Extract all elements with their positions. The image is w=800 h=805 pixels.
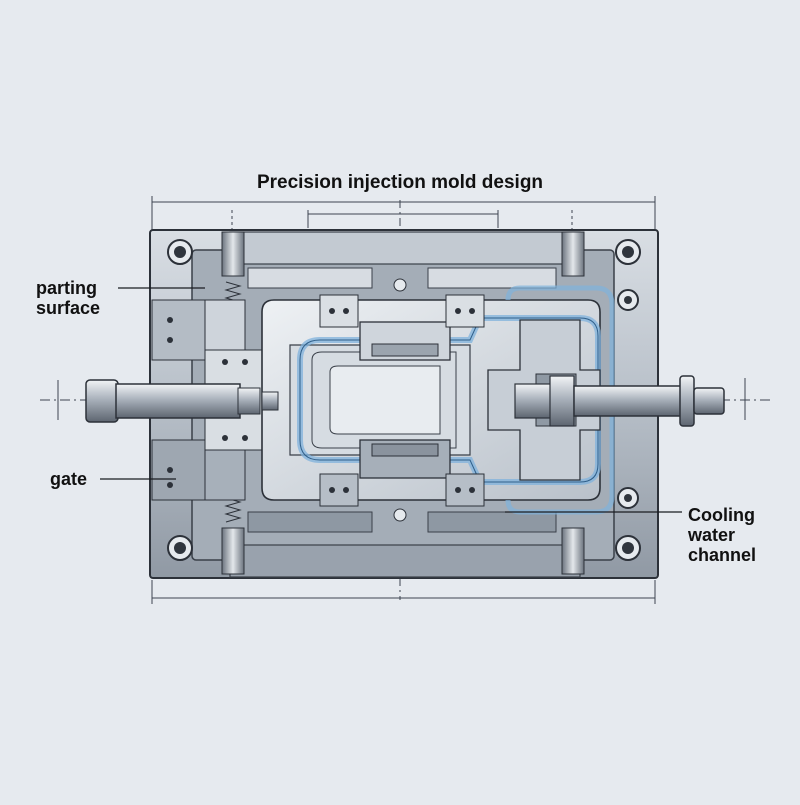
left-nozzle-shaft <box>85 379 279 423</box>
corner-bolt-holes <box>167 239 641 561</box>
cooling-label-line-2: water <box>688 525 736 546</box>
gate-label: gate <box>50 469 88 489</box>
parting-surface-label-line-1: parting <box>36 278 97 298</box>
diagram-title: Precision injection mold design <box>256 172 544 193</box>
parting-surface-label-line-2: surface <box>36 298 101 319</box>
cooling-label-line-3: channel <box>688 545 757 566</box>
leader-lines <box>100 287 682 513</box>
center-clamps <box>319 278 485 522</box>
cooling-label-line-1: Cooling <box>688 505 755 525</box>
parting-surface-label: parting surface <box>36 278 100 318</box>
cooling-water-channel-label: Cooling water channel <box>688 505 756 565</box>
right-ejector-shaft <box>514 375 725 427</box>
